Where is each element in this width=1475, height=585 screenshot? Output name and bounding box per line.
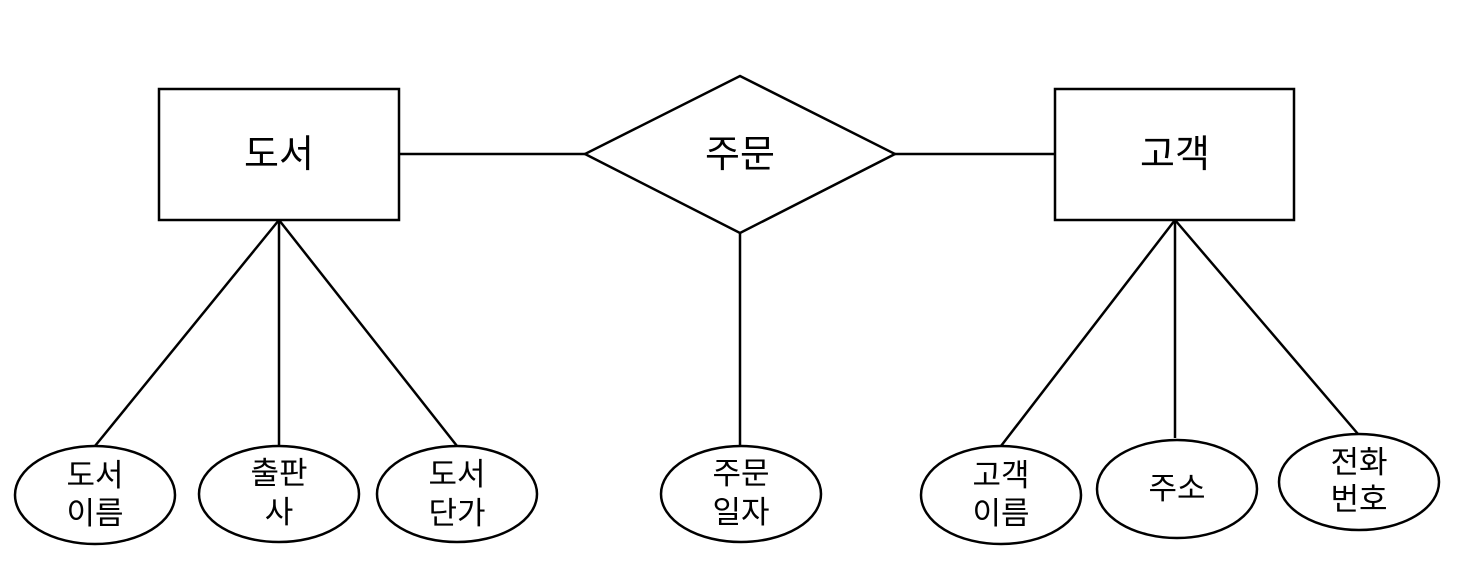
attribute-phone: 전화 번호 <box>1277 432 1441 532</box>
attribute-book-price-line1: 도서 <box>428 457 485 493</box>
edge-book-book-price <box>278 219 458 447</box>
attribute-book-price-line2: 단가 <box>428 496 485 532</box>
attribute-publisher: 출판 사 <box>197 444 361 544</box>
edge-customer-customer-name <box>1000 219 1176 447</box>
attribute-address-line1: 주소 <box>1148 471 1205 507</box>
attribute-order-date-line2: 일자 <box>712 495 769 531</box>
attribute-publisher-line1: 출판 <box>250 456 307 492</box>
attribute-order-date-ellipse <box>659 444 823 544</box>
attribute-book-name-line2: 이름 <box>66 496 123 532</box>
attribute-book-name-line1: 도서 <box>66 458 123 494</box>
attribute-customer-name-line2: 이름 <box>972 496 1029 532</box>
attribute-phone-line2: 번호 <box>1330 482 1387 518</box>
attribute-book-name-ellipse <box>13 444 177 546</box>
connectors <box>94 152 1359 447</box>
attribute-book-name: 도서 이름 <box>13 444 177 546</box>
entity-book: 도서 <box>157 87 401 222</box>
attribute-customer-name: 고객 이름 <box>919 444 1083 546</box>
attribute-order-date-line1: 주문 <box>712 456 769 492</box>
relationship-order: 주문 <box>582 74 898 235</box>
entity-book-box <box>157 87 401 222</box>
attribute-phone-line1: 전화 <box>1330 445 1387 481</box>
edge-book-book-name <box>94 219 280 447</box>
entity-book-label: 도서 <box>244 132 314 176</box>
entity-customer-label: 고객 <box>1140 132 1210 176</box>
attribute-book-price: 도서 단가 <box>375 444 539 544</box>
attribute-customer-name-ellipse <box>919 444 1083 546</box>
attribute-address-ellipse <box>1095 438 1259 540</box>
attribute-publisher-line2: 사 <box>265 495 294 531</box>
attribute-publisher-ellipse <box>197 444 361 544</box>
relationship-order-diamond <box>582 74 898 235</box>
relationship-order-label: 주문 <box>705 132 775 176</box>
attribute-order-date: 주문 일자 <box>659 444 823 544</box>
entity-customer: 고객 <box>1053 87 1296 222</box>
edge-customer-phone <box>1174 219 1359 435</box>
attribute-book-price-ellipse <box>375 444 539 544</box>
attribute-phone-ellipse <box>1277 432 1441 532</box>
attribute-customer-name-line1: 고객 <box>972 458 1029 494</box>
entity-customer-box <box>1053 87 1296 222</box>
attribute-address: 주소 <box>1095 438 1259 540</box>
